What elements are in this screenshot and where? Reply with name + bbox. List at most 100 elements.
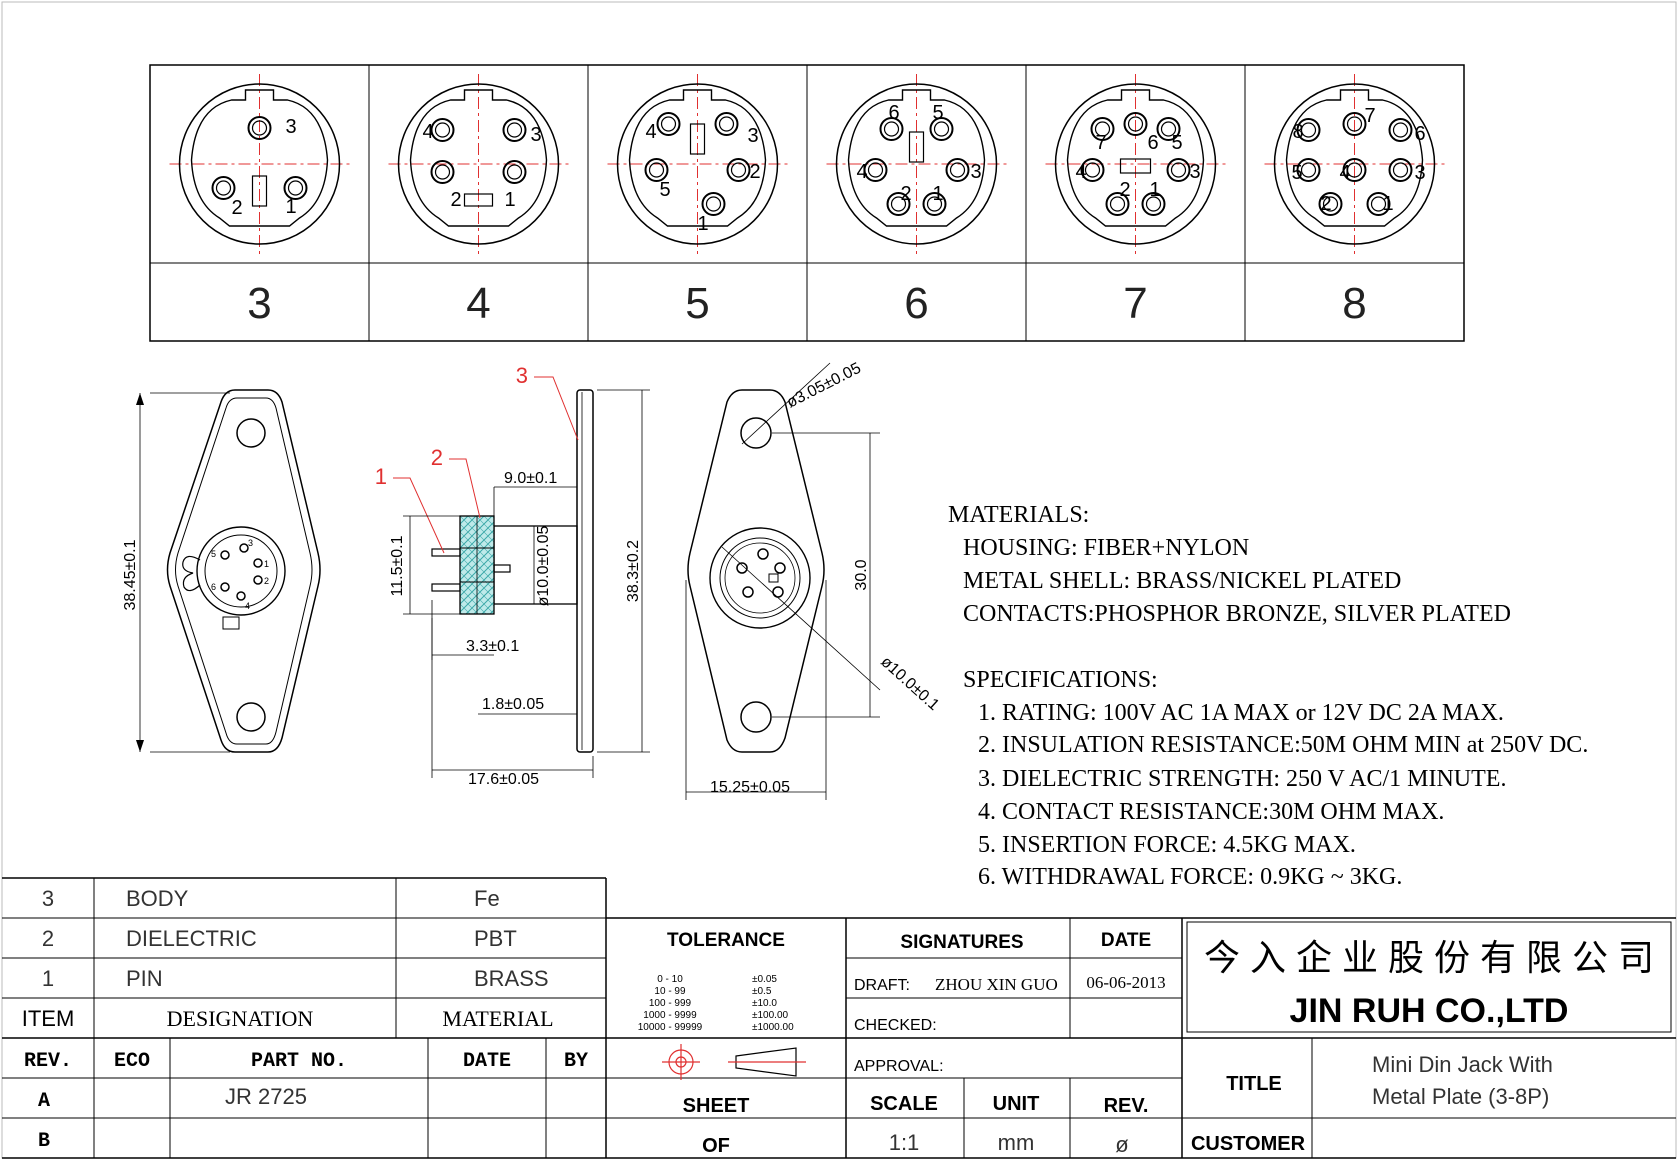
bom-designation: PIN (126, 966, 163, 991)
bom-designation: DIELECTRIC (126, 926, 257, 951)
hole-spacing-dimension: 30.0 (853, 559, 870, 590)
rev-header-date: DATE (463, 1050, 511, 1073)
housing-note: HOUSING: FIBER+NYLON (963, 535, 1249, 561)
tolerance-heading: TOLERANCE (667, 930, 785, 951)
pin-number-label: 1 (286, 196, 297, 218)
pin-number-label: 6 (889, 102, 900, 124)
draft-name: ZHOU XIN GUO (935, 975, 1058, 994)
back-view: ø3.05±0.05 30.0 ø10.0±0.1 15.25±0.05 (685, 360, 942, 800)
tolerance-value: ±100.00 (752, 1010, 789, 1021)
contacts-note: CONTACTS:PHOSPHOR BRONZE, SILVER PLATED (963, 601, 1511, 627)
bom-item: 3 (42, 886, 54, 911)
front-pin-label: 3 (248, 538, 253, 548)
scale-value: 1:1 (889, 1130, 920, 1155)
pin-number-label: 2 (1120, 179, 1131, 201)
plate-thickness-dimension: 1.8±0.05 (482, 696, 544, 713)
pin-number-label: 3 (531, 124, 542, 146)
unit-label: UNIT (993, 1093, 1040, 1115)
rev-row-rev: A (38, 1090, 50, 1113)
spec-item: 4. CONTACT RESISTANCE:30M OHM MAX. (978, 799, 1444, 825)
rev-row-rev: B (38, 1130, 50, 1153)
spec-heading: SPECIFICATIONS: (963, 667, 1158, 693)
materials-heading: MATERIALS: (948, 502, 1089, 528)
pin-count-label: 6 (904, 279, 928, 328)
inner-diameter-dimension: ø10.0±0.05 (535, 525, 552, 606)
bom-item: 1 (42, 966, 54, 991)
plate-width-dimension: 15.25±0.05 (710, 779, 790, 796)
front-pin-label: 1 (264, 559, 269, 569)
draft-label: DRAFT: (854, 977, 910, 994)
pin-number-label: 1 (505, 189, 516, 211)
spec-item: 2. INSULATION RESISTANCE:50M OHM MIN at … (978, 732, 1588, 758)
pin-number-label: 5 (933, 102, 944, 124)
pin-number-label: 4 (423, 121, 434, 143)
bom-material: BRASS (474, 966, 549, 991)
approval-label: APPROVAL: (854, 1058, 944, 1075)
pin-count-label: 7 (1123, 279, 1147, 328)
pin-number-label: 3 (971, 161, 982, 183)
pin-number-label: 5 (1172, 132, 1183, 154)
pin-number-label: 6 (1148, 132, 1159, 154)
of-label: OF (702, 1135, 730, 1157)
pin-width-dimension: 11.5±0.1 (389, 535, 406, 596)
rev-header-part-no: PART NO. (251, 1050, 347, 1073)
pin-number-label: 3 (748, 125, 759, 147)
pin-length-dimension: 3.3±0.1 (466, 638, 519, 655)
pin-number-label: 2 (901, 183, 912, 205)
pin-number-label: 5 (1292, 162, 1303, 184)
bom-header-item: ITEM (22, 1006, 75, 1031)
pin-count-label: 8 (1342, 279, 1366, 328)
pin-number-label: 2 (451, 189, 462, 211)
bom-material: PBT (474, 926, 517, 951)
sheet-label: SHEET (683, 1095, 750, 1117)
front-view: 3 5 1 6 2 4 38.45±0.1 (122, 389, 321, 753)
plate-offset-dimension: 9.0±0.1 (504, 470, 557, 487)
spec-item: 5. INSERTION FORCE: 4.5KG MAX. (978, 832, 1356, 858)
rev-header-eco: ECO (114, 1050, 150, 1073)
title-line-2: Metal Plate (3-8P) (1372, 1084, 1549, 1109)
signatures-heading: SIGNATURES (900, 932, 1023, 953)
pin-count-label: 4 (466, 279, 490, 328)
spec-item: 3. DIELECTRIC STRENGTH: 250 V AC/1 MINUT… (978, 766, 1506, 792)
front-pin-label: 5 (211, 549, 216, 559)
pin-variant-face: 4 3 2 1 (388, 74, 569, 254)
spec-item: 1. RATING: 100V AC 1A MAX or 12V DC 2A M… (978, 700, 1504, 726)
pin-count-label: 5 (685, 279, 709, 328)
plate-height-dimension: 38.3±0.2 (625, 540, 642, 602)
customer-label: CUSTOMER (1191, 1133, 1306, 1155)
tolerance-value: ±0.05 (752, 974, 777, 985)
notes: MATERIALS: HOUSING: FIBER+NYLON METAL SH… (948, 502, 1588, 890)
hole-diameter-dimension: ø3.05±0.05 (784, 360, 864, 412)
overall-height-dimension: 38.45±0.1 (122, 539, 139, 610)
front-pin-label: 4 (245, 601, 250, 611)
pin-number-label: 4 (857, 161, 868, 183)
front-pin-label: 2 (264, 576, 269, 586)
pin-number-label: 2 (232, 197, 243, 219)
rev-header-rev: REV. (24, 1050, 72, 1073)
pin-number-label: 4 (1076, 161, 1087, 183)
title-label: TITLE (1226, 1073, 1282, 1095)
tolerance-range: 100 - 999 (649, 998, 692, 1009)
tolerance-range: 0 - 10 (657, 974, 683, 985)
tolerance-range: 10 - 99 (654, 986, 686, 997)
pin-number-label: 3 (1190, 161, 1201, 183)
pin-number-label: 3 (286, 116, 297, 138)
pin-variant-face: 3 2 1 (169, 74, 350, 254)
callout-part-2: 2 (431, 445, 443, 470)
rev-row-part-no: JR 2725 (225, 1084, 307, 1109)
front-pin-label: 6 (211, 582, 216, 592)
pin-number-label: 5 (660, 179, 671, 201)
bom-header-material: MATERIAL (442, 1006, 553, 1031)
bom-header-designation: DESIGNATION (167, 1006, 314, 1031)
tolerance-range: 10000 - 99999 (638, 1022, 703, 1033)
callout-part-1: 1 (375, 464, 387, 489)
pin-number-label: 1 (933, 183, 944, 205)
draft-date: 06-06-2013 (1086, 973, 1165, 992)
depth-dimension: 17.6±0.05 (468, 771, 539, 788)
pin-count-label: 3 (247, 279, 271, 328)
